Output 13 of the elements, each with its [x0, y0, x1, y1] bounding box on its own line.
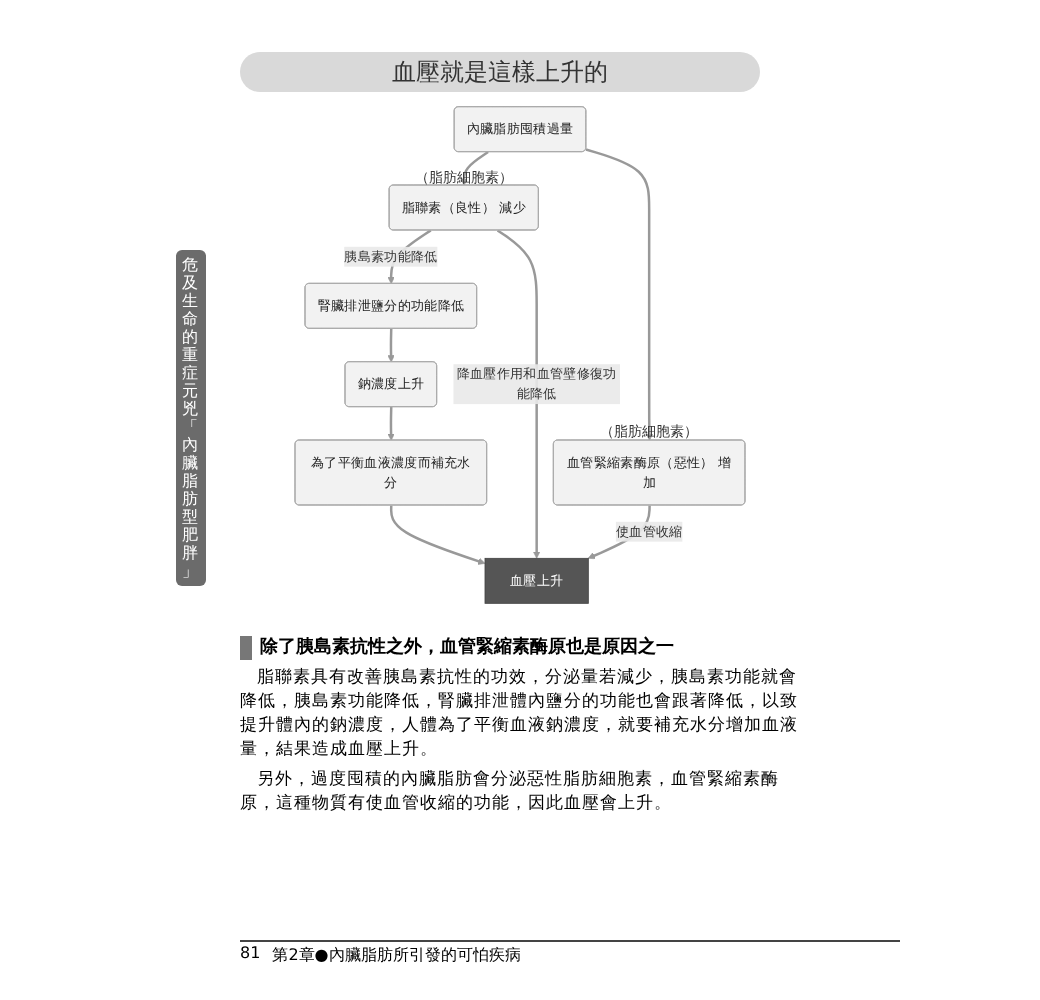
- arrow: [389, 505, 486, 565]
- chapter-tab: 危及生命的重症元兇「內臟脂肪型肥胖」: [176, 250, 206, 586]
- arrow: [387, 328, 395, 363]
- body-paragraph: 脂聯素具有改善胰島素抗性的功效，分泌量若減少，胰島素功能就會降低，胰島素功能降低，腎臟排泄體內鹽分的功能也會跟著降低，以致提升體內的鈉濃度，人體為了平衡血液鈉濃度，就要補充水分增加血液量，結果造成血壓上升。: [240, 666, 800, 762]
- body-paragraph: 另外，過度囤積的內臟脂肪會分泌惡性脂肪細胞素，血管緊縮素酶原，這種物質有使血管收縮的功能，因此血壓會上升。: [240, 768, 781, 816]
- arrow: [387, 407, 395, 441]
- arrow: [585, 148, 654, 441]
- section-heading: 除了胰島素抗性之外，血管緊縮素酶原也是原因之一: [240, 636, 800, 660]
- arrow: [496, 229, 541, 559]
- arrow: [460, 151, 489, 186]
- page-number: 81: [240, 944, 261, 966]
- running-footer: 第2章●內臟脂肪所引發的可怕疾病: [272, 944, 521, 966]
- title-banner: 血壓就是這樣上升的: [240, 52, 760, 92]
